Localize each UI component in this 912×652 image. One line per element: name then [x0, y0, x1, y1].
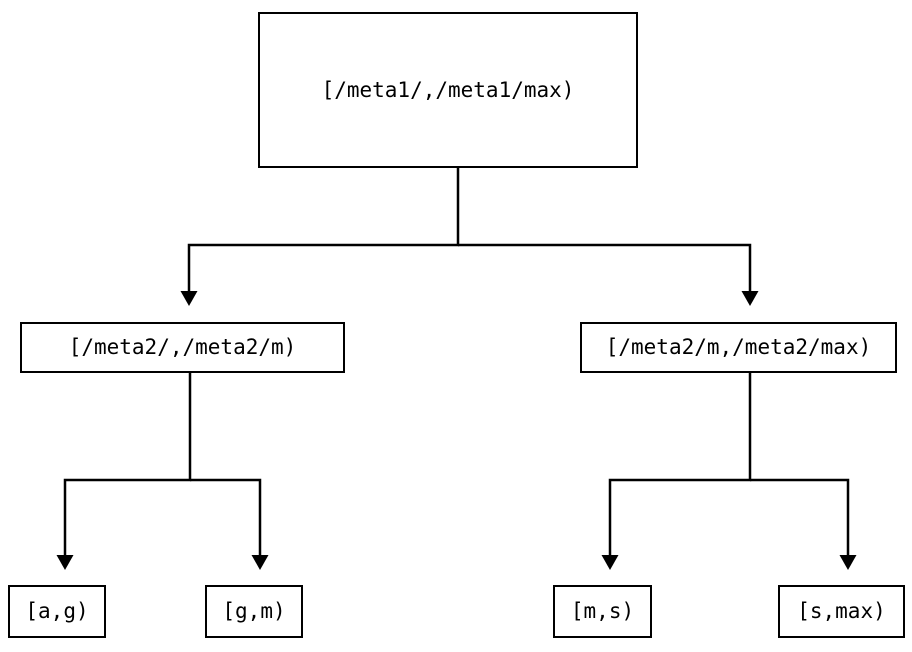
tree-node-leaf-1[interactable]: [a,g): [8, 585, 106, 638]
tree-node-mid-right-label: [/meta2/m,/meta2/max): [605, 335, 872, 359]
tree-node-leaf-2[interactable]: [g,m): [205, 585, 303, 638]
edge-root-to-mid-right: [458, 243, 759, 306]
edge-mid-left-to-leaf-1: [56, 373, 192, 570]
arrowhead-icon: [180, 291, 198, 306]
tree-node-leaf-3-label: [m,s): [570, 599, 635, 623]
arrowhead-icon: [741, 291, 759, 306]
tree-node-leaf-2-label: [g,m): [222, 599, 286, 623]
edge-mid-right-to-leaf-4: [750, 478, 857, 570]
tree-node-mid-right[interactable]: [/meta2/m,/meta2/max): [580, 322, 897, 373]
tree-node-leaf-3[interactable]: [m,s): [553, 585, 652, 638]
arrowhead-icon: [839, 555, 857, 570]
edge-mid-right-to-leaf-3: [601, 373, 752, 570]
edge-root-to-mid-left: [180, 168, 460, 306]
edge-mid-left-to-leaf-2: [190, 478, 269, 570]
tree-node-leaf-1-label: [a,g): [25, 599, 89, 623]
tree-node-mid-left[interactable]: [/meta2/,/meta2/m): [20, 322, 345, 373]
tree-node-mid-left-label: [/meta2/,/meta2/m): [68, 335, 297, 359]
tree-node-leaf-4-label: [s,max): [797, 599, 886, 623]
tree-node-root[interactable]: [/meta1/,/meta1/max): [258, 12, 638, 168]
tree-node-root-label: [/meta1/,/meta1/max): [321, 77, 575, 102]
tree-node-leaf-4[interactable]: [s,max): [778, 585, 905, 638]
arrowhead-icon: [251, 555, 269, 570]
arrowhead-icon: [601, 555, 619, 570]
arrowhead-icon: [56, 555, 74, 570]
